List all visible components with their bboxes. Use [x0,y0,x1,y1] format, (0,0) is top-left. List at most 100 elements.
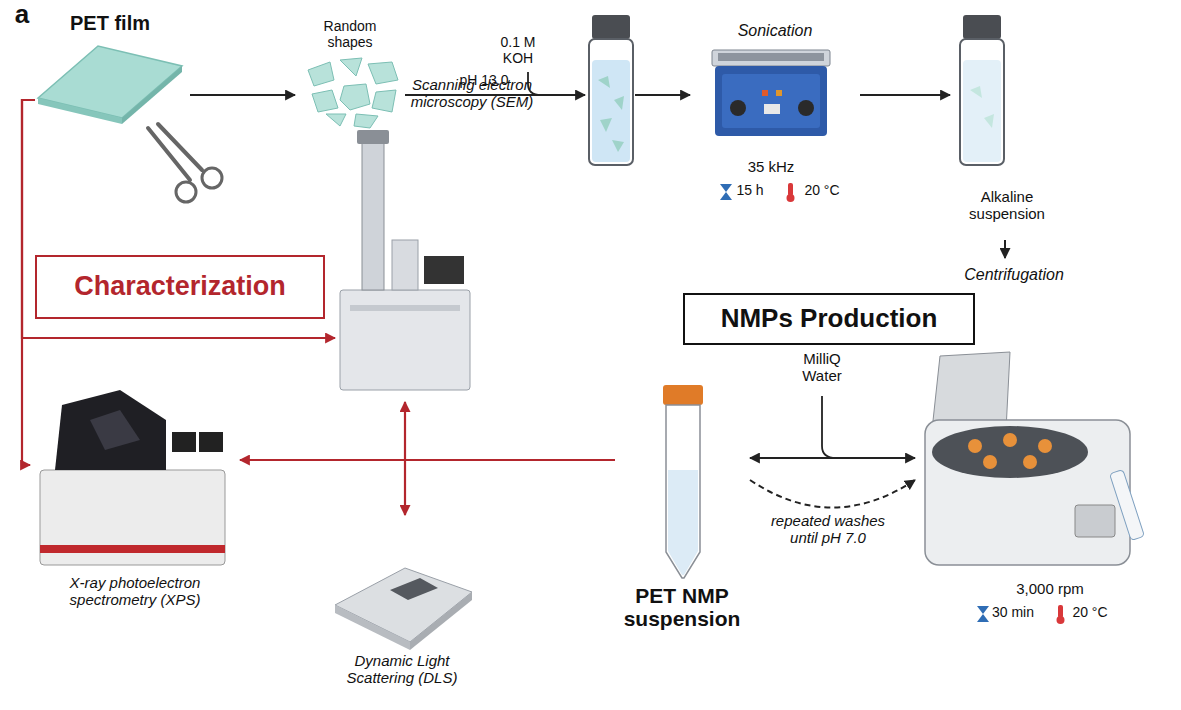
station-label: X-ray photoelectron spectrometry (XPS) [49,574,221,609]
pet-film-sheet [38,98,122,124]
box-title: Characterization [74,271,286,302]
station-label: Sonication [715,22,835,40]
station-label: 20 °C [1065,604,1115,620]
reaction-vial [614,96,624,110]
sem-instrument [424,256,464,284]
flow-arrow [22,100,335,338]
station-label: PET film [55,12,165,35]
time-temp-icons [977,606,989,622]
edge-label: repeated washes until pH 7.0 [763,512,893,547]
time-temp-icons [1057,616,1065,624]
dls-station: Dynamic Light Scattering (DLS) [320,515,485,695]
xps-instrument [55,390,166,470]
scissors-icon [202,168,222,188]
centrifuge [1110,470,1145,541]
reaction-vial [592,60,630,162]
station-label: 30 min [985,604,1041,620]
station-label: Random shapes [315,18,385,50]
sonicator-bath [762,90,768,96]
alkaline-vial [963,60,1001,162]
sonicator-bath [722,74,820,128]
xps-station: X-ray photoelectron spectrometry (XPS) [30,380,240,620]
centrifuge [925,352,1144,565]
pet-fragments [372,90,396,112]
centrifuge [968,439,982,453]
dls-instrument [335,568,472,642]
station-label: Centrifugation [949,266,1079,284]
centrifuge [1003,433,1017,447]
station-label: 0.1 M KOH [492,34,544,66]
milliq-inlet [822,396,836,458]
alkaline-vial [984,114,994,128]
sonicator-bath [712,50,830,66]
centrifuge-station: Centrifugation3,000 rpm30 min20 °C [915,258,1150,630]
sem-instrument [340,130,470,390]
station-label: 15 h [730,182,770,198]
flow-arrow [22,100,35,465]
panel-letter: a [7,0,37,30]
station-label: 35 kHz [726,158,816,175]
sem-instrument [392,240,418,290]
flow-arrow [405,402,615,460]
film-station: PET film [35,10,190,215]
flow-arrow [1004,240,1006,258]
scissors-icon [148,124,222,202]
reaction-vial [598,76,610,88]
flow-arrow [190,94,295,96]
pet-fragments [368,62,398,84]
scissors-icon [176,182,196,202]
station-label: Scanning electron microscopy (SEM) [400,76,545,111]
pet-fragments [326,114,346,126]
pet-fragments [354,114,378,128]
centrifuge [925,420,1130,565]
sonicator-bath [798,100,814,116]
box-title: NMPs Production [721,304,938,334]
centrifuge [983,455,997,469]
station-label: 20 °C [797,182,847,198]
xps-instrument [90,410,140,450]
xps-instrument [199,432,223,452]
flow-arrow [860,94,950,96]
centrifuge [1075,505,1115,537]
xps-instrument [40,545,225,553]
sem-instrument [350,305,460,311]
pet-fragments [340,58,362,76]
pet-film-sheet [122,66,182,124]
dls-instrument [335,605,410,650]
dls-instrument [335,568,472,650]
alkaline-vial [963,15,1001,39]
xps-instrument [40,470,225,565]
sonicator-bath [776,90,782,96]
fragments-station: Random shapes [295,15,405,130]
milliq-inlet [822,396,836,458]
falcon-tube [668,470,698,575]
scissors-icon [158,124,202,170]
dls-instrument [410,592,472,650]
dls-instrument [390,578,438,600]
section-box: Characterization [35,255,325,319]
koh-vial: 0.1 M KOHpH 13.0 [585,15,635,167]
sonicator-bath [764,104,780,114]
pet-fragments [340,84,370,110]
inlet-label: MilliQ Water [791,350,853,385]
falcon-tube [666,405,700,578]
centrifuge [932,352,1010,430]
sem-station: Scanning electron microscopy (SEM) [335,72,545,402]
falcon-tube [663,385,703,578]
sem-instrument [362,142,384,290]
pet-fragments [308,58,398,128]
reaction-vial [592,15,630,39]
sem-instrument [357,130,389,144]
flow-arrow [750,457,915,459]
pet-fragments [308,62,334,86]
station-label: Dynamic Light Scattering (DLS) [337,652,467,687]
wash-loop-arrow [750,480,915,508]
section-box: NMPs Production [683,293,975,345]
station-label: PET NMP suspension [612,584,752,630]
reaction-vial [600,118,612,132]
time-temp-icons [720,184,732,200]
alkaline-vial [970,86,982,98]
centrifuge [1023,455,1037,469]
sonicator-bath [712,50,830,136]
